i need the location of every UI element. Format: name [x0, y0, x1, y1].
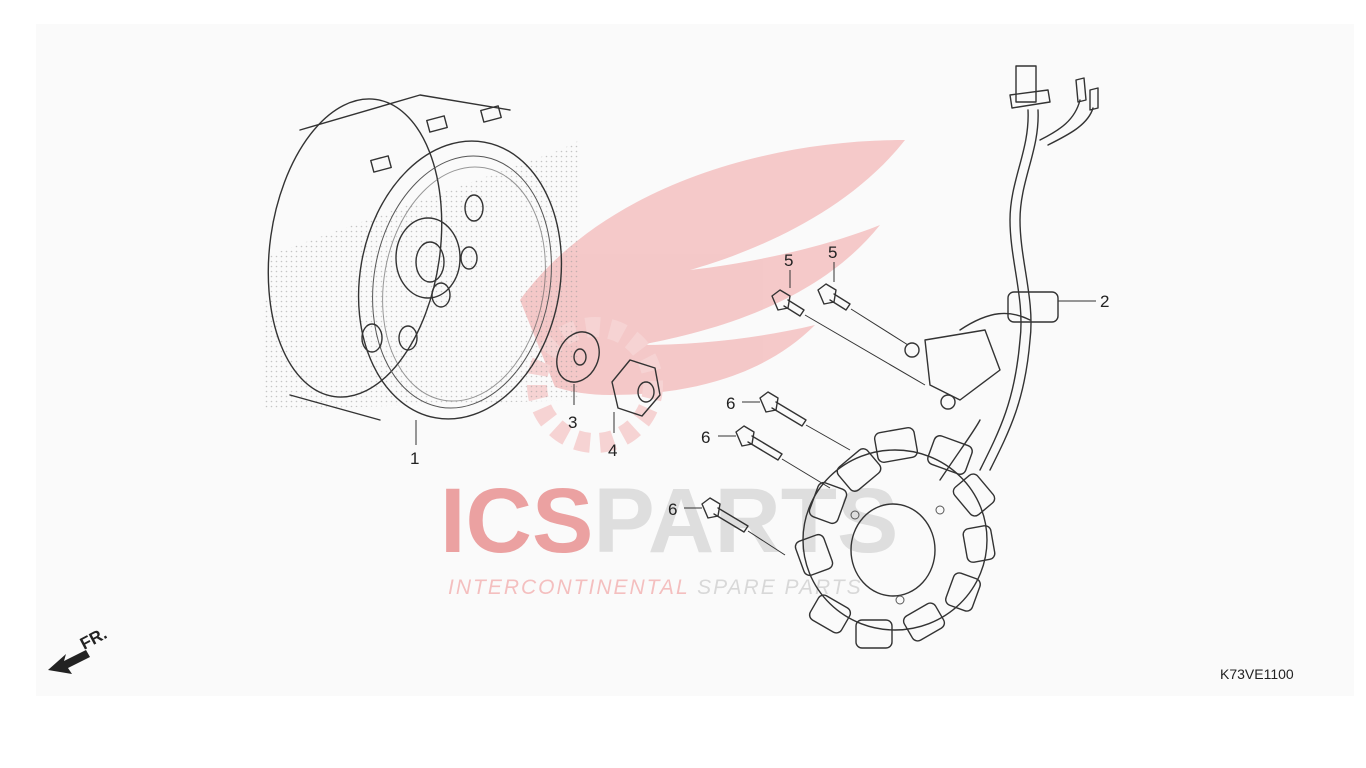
nut-part[interactable] — [611, 359, 661, 417]
bolt-5b-part[interactable] — [817, 283, 909, 346]
callout-4: 4 — [608, 441, 617, 460]
callout-6b: 6 — [701, 428, 710, 447]
watermark-brand: ICSPARTS — [440, 470, 898, 572]
bolt-6c-part[interactable] — [701, 497, 786, 556]
watermark: ICSPARTS INTERCONTINENTAL SPARE PARTS — [440, 140, 905, 599]
callout-3: 3 — [568, 413, 577, 432]
diagram-code: K73VE1100 — [1220, 666, 1294, 682]
direction-label: FR. — [77, 624, 110, 654]
callout-5b: 5 — [828, 243, 837, 262]
bolt-6a-part[interactable] — [759, 391, 851, 451]
front-direction-arrow: FR. — [48, 624, 110, 674]
watermark-tagline: INTERCONTINENTAL SPARE PARTS — [448, 576, 863, 599]
callout-2: 2 — [1100, 292, 1109, 311]
bolt-5a-part[interactable] — [771, 289, 926, 386]
washer-part[interactable] — [549, 325, 607, 389]
stator-wire-part[interactable] — [794, 65, 1099, 649]
callout-5a: 5 — [784, 251, 793, 270]
callout-6a: 6 — [726, 394, 735, 413]
callout-1: 1 — [410, 449, 419, 468]
flywheel-part[interactable] — [250, 88, 583, 436]
callout-6c: 6 — [668, 500, 677, 519]
